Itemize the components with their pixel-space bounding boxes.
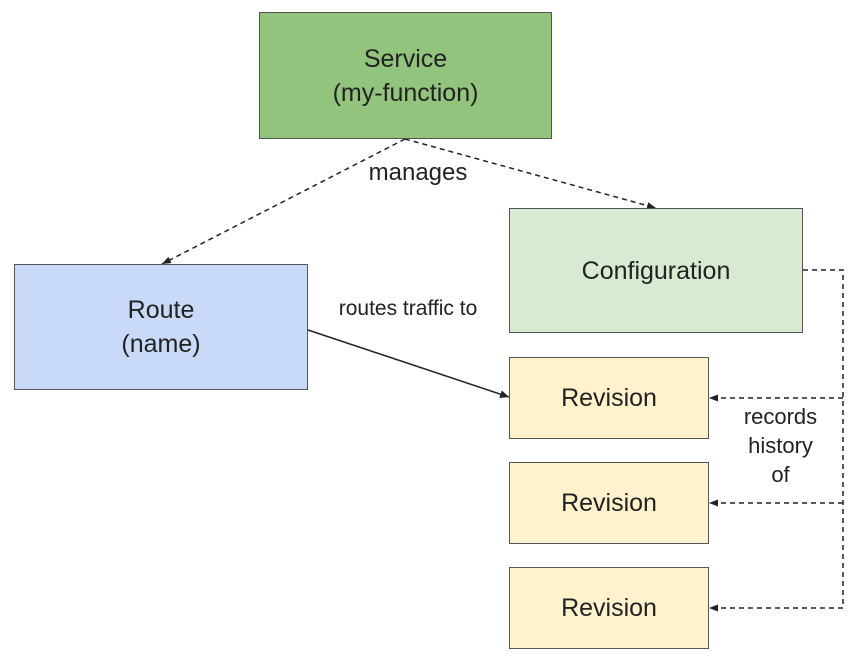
route-node-title: Route — [127, 296, 195, 324]
revision-node: Revision — [509, 567, 709, 649]
manages-arrow-route — [161, 138, 406, 265]
service-node-name: (my-function) — [332, 78, 479, 107]
revision-node: Revision — [509, 462, 709, 544]
records-history-trunk — [803, 269, 844, 608]
manages-arrow-configuration — [404, 138, 657, 209]
routes-traffic-label: routes traffic to — [338, 297, 478, 320]
records-history-line-2: history — [748, 433, 813, 458]
service-node: Service (my-function) — [259, 12, 552, 139]
revision-node-title: Revision — [561, 594, 657, 622]
records-history-line-1: records — [743, 404, 818, 429]
revision-node-title: Revision — [561, 489, 657, 517]
service-node-title: Service — [363, 44, 448, 73]
route-node: Route (name) — [14, 264, 308, 390]
routes-traffic-arrow — [307, 329, 510, 398]
records-history-label: records history of — [723, 402, 838, 489]
manages-label: manages — [368, 159, 468, 186]
revision-node-title: Revision — [561, 384, 657, 412]
configuration-node: Configuration — [509, 208, 803, 333]
configuration-node-title: Configuration — [581, 256, 731, 285]
route-node-name: (name) — [121, 330, 201, 358]
revision-node: Revision — [509, 357, 709, 439]
records-history-line-3: of — [771, 462, 790, 487]
